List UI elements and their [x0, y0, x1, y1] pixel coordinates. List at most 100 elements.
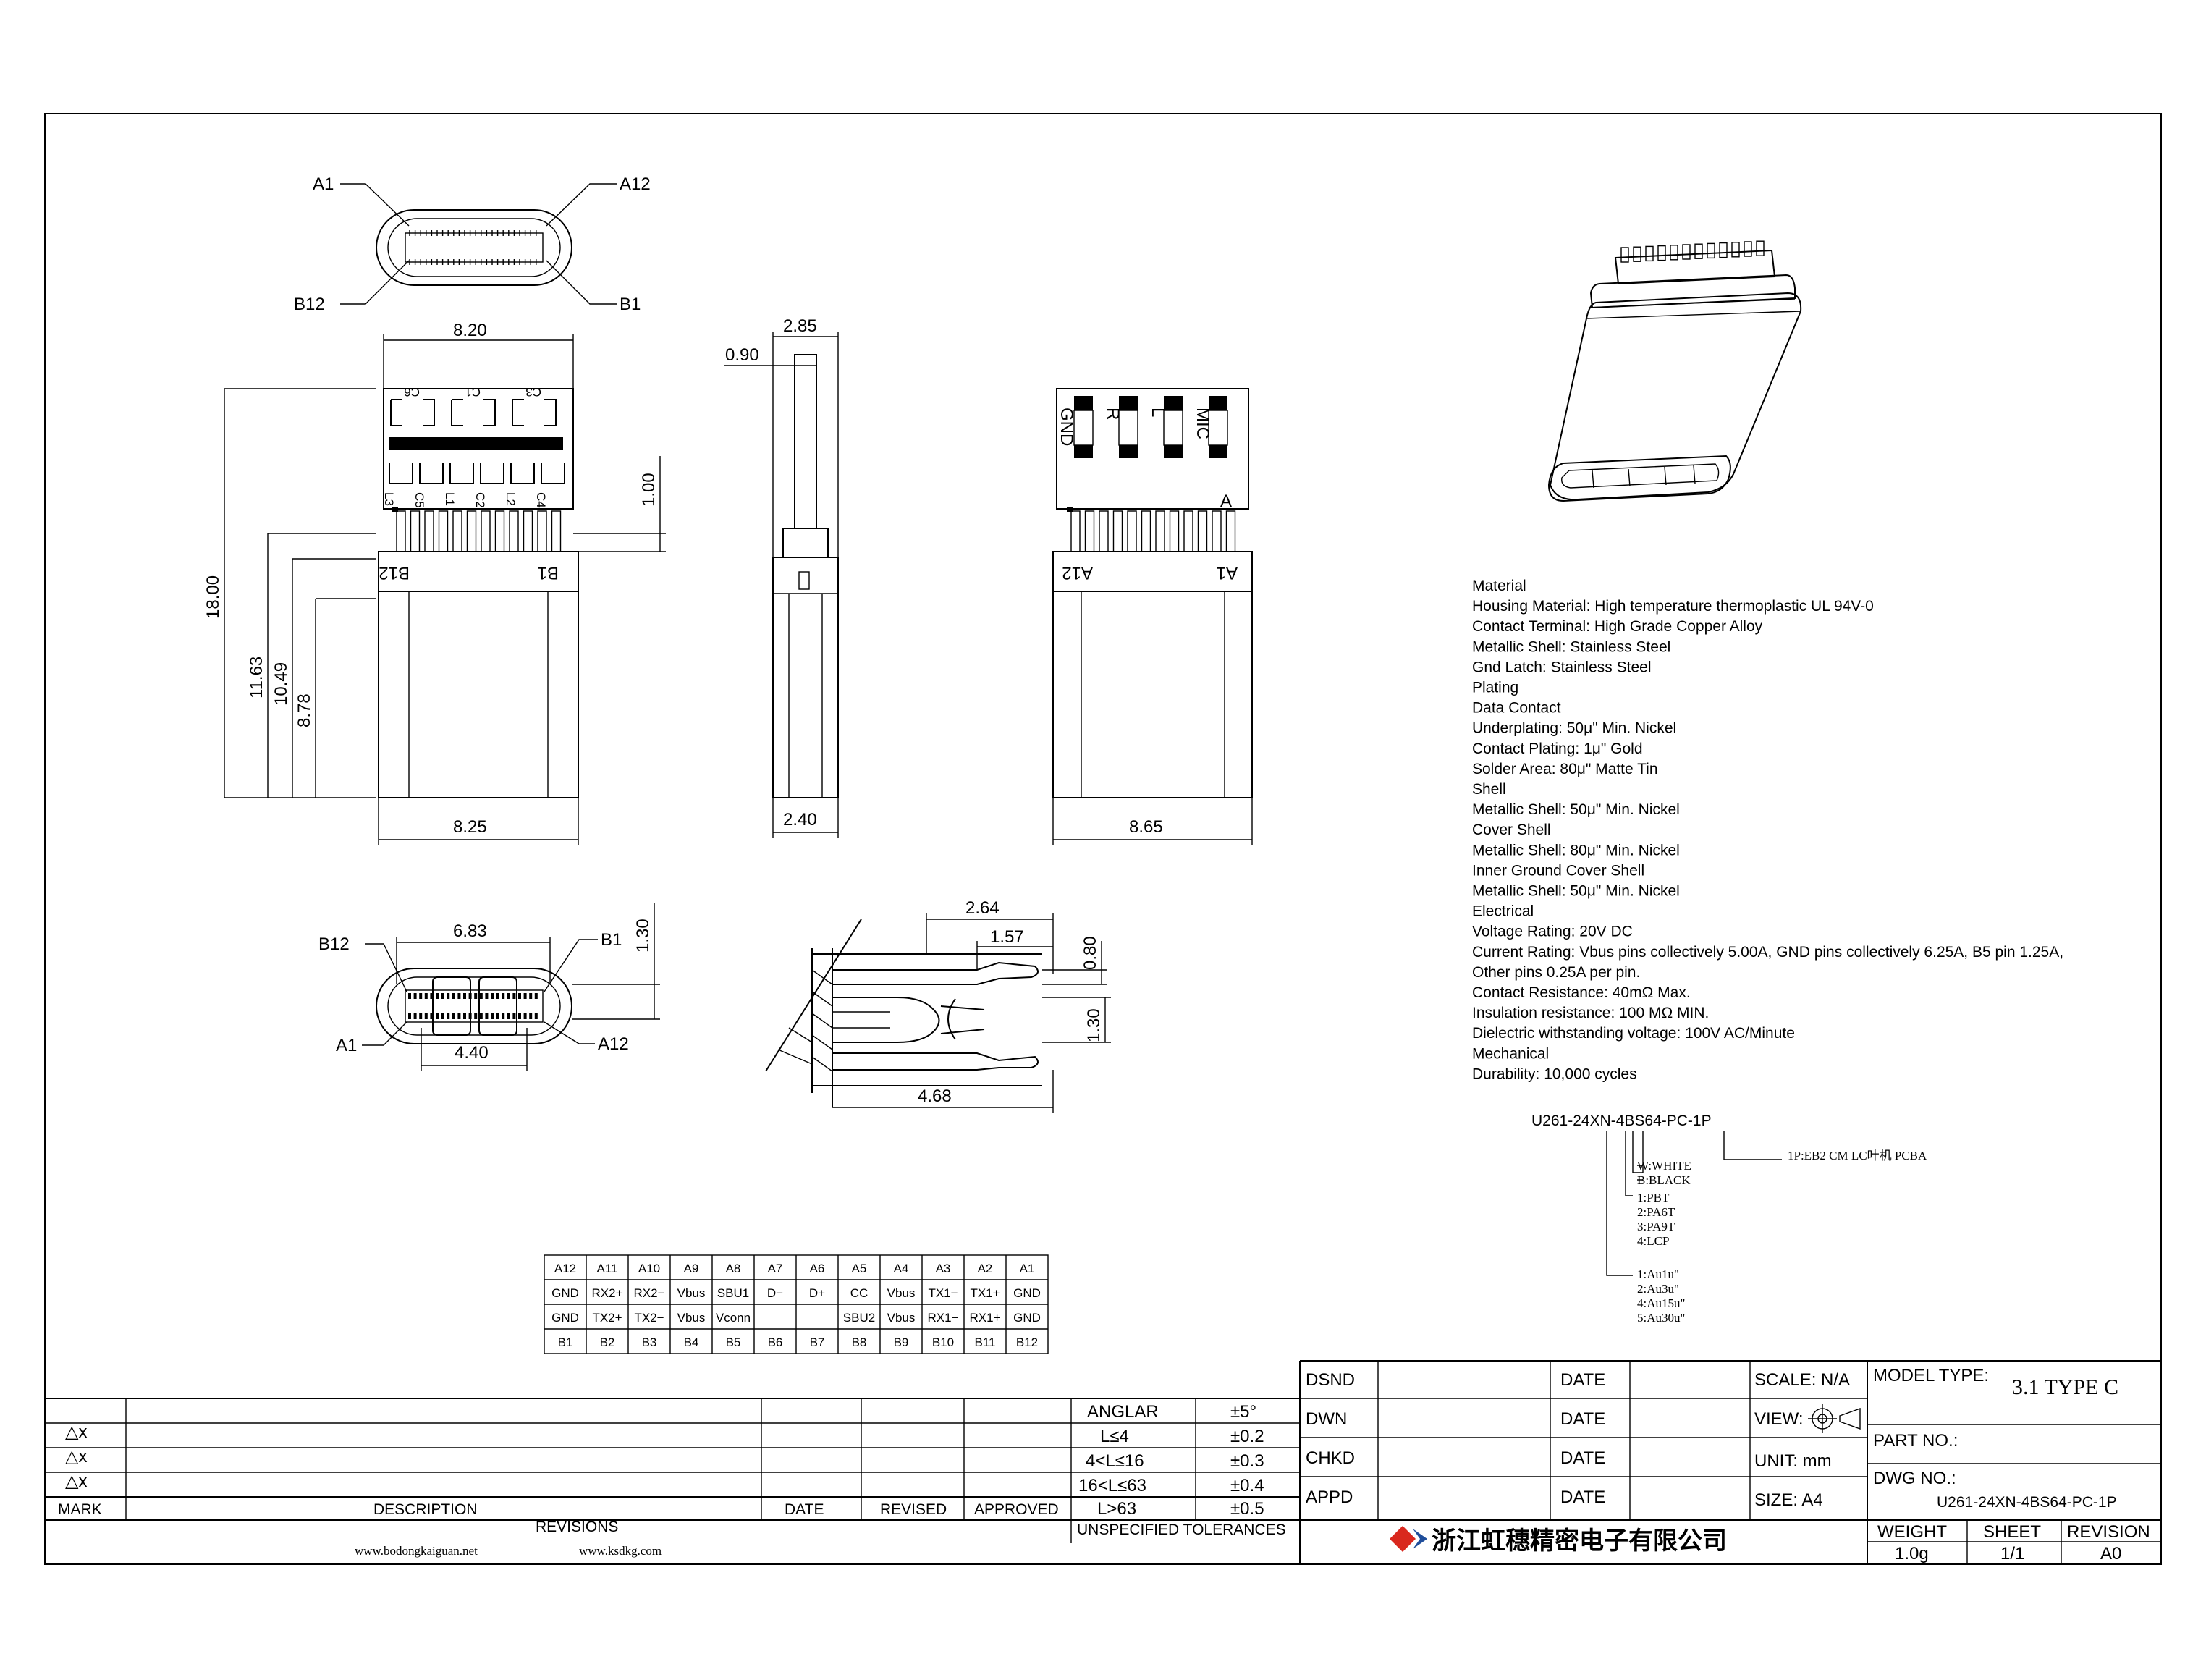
spec-line: Shell — [1472, 781, 1506, 798]
pin-cell: B2 — [600, 1335, 615, 1349]
color-b: B:BLACK — [1637, 1173, 1691, 1187]
pin-cell: GND — [552, 1311, 579, 1325]
spec-line: Metallic Shell: 80μ" Min. Nickel — [1472, 842, 1680, 858]
pin-cell: Vbus — [887, 1311, 916, 1325]
label-bot-b1: B1 — [601, 930, 622, 950]
spec-line: Contact Plating: 1μ" Gold — [1472, 740, 1643, 757]
sheet-value: 1/1 — [2000, 1544, 2024, 1563]
pin-cell: Vbus — [677, 1311, 706, 1325]
dwg-no-value: U261-24XN-4BS64-PC-1P — [1937, 1494, 2117, 1511]
pin-cell: A9 — [684, 1262, 699, 1275]
pin-cell: B11 — [975, 1335, 996, 1349]
company-name: 浙江虹穗精密电子有限公司 — [1432, 1527, 1727, 1555]
sheet-border — [44, 113, 2162, 1565]
pin-cell: A6 — [810, 1262, 825, 1275]
tol-r4-c2: ±0.4 — [1230, 1476, 1264, 1495]
pin-cell: A10 — [638, 1262, 660, 1275]
weight-value: 1.0g — [1895, 1544, 1929, 1563]
section-view: 2.64 1.57 4.68 0.80 1.30 — [765, 898, 1111, 1113]
rev-row-2: △x — [65, 1447, 87, 1466]
spec-line: Solder Area: 80μ" Matte Tin — [1472, 761, 1658, 777]
front-view-bottom: 6.83 4.40 1.30 B12 B1 A1 A12 — [318, 903, 660, 1071]
pcb-outline — [383, 388, 574, 510]
dim-bottom-w1: 6.83 — [453, 921, 487, 941]
spec-line: Voltage Rating: 20V DC — [1472, 924, 1633, 940]
spec-line: Mechanical — [1472, 1045, 1549, 1062]
dim-width-top: 8.20 — [453, 321, 487, 340]
material-3: 3:PA9T — [1637, 1220, 1675, 1233]
pin-cell: A12 — [554, 1262, 576, 1275]
pin-cell: SBU2 — [843, 1311, 875, 1325]
pin-cell: A2 — [978, 1262, 993, 1275]
dim-section-d3: 4.68 — [918, 1086, 952, 1106]
pin-cell: RX1− — [928, 1311, 959, 1325]
tongue — [405, 232, 544, 263]
tol-r2-c2: ±0.2 — [1230, 1427, 1264, 1446]
pin-cell: B12 — [1016, 1335, 1038, 1349]
pin-label-b12: B12 — [379, 563, 410, 583]
pin-cell: A7 — [768, 1262, 783, 1275]
pin-cell: TX2− — [634, 1311, 664, 1325]
part-code-breakdown: U261-24XN-4BS64-PC-1P 1P:EB2 CM LC叶机 PCB… — [1531, 1113, 1927, 1325]
dim-side-top: 2.85 — [783, 316, 817, 336]
tol-r5-c2: ±0.5 — [1230, 1499, 1264, 1519]
part-code: U261-24XN-4BS64-PC-1P — [1531, 1113, 1712, 1129]
pad-label: L1 — [443, 492, 457, 506]
material-4: 4:LCP — [1637, 1234, 1669, 1248]
pin-cell: TX1− — [928, 1286, 958, 1300]
projection-icon — [1808, 1404, 1861, 1433]
view-label: VIEW: — [1754, 1409, 1804, 1429]
model-type-value: 3.1 TYPE C — [2012, 1375, 2118, 1399]
pin-cell: SBU1 — [717, 1286, 749, 1300]
spec-line: Electrical — [1472, 903, 1534, 920]
port-outline — [376, 209, 572, 286]
title-block: DSND DWN CHKD APPD DATE DATE DATE DATE S… — [1300, 1360, 2161, 1564]
pin-cell: GND — [1013, 1286, 1041, 1300]
tol-r3-c1: 4<L≤16 — [1086, 1451, 1144, 1471]
role-dwn: DWN — [1306, 1409, 1347, 1429]
tol-r5-c1: L>63 — [1097, 1499, 1136, 1519]
label-bot-a12: A12 — [598, 1034, 629, 1054]
plating-1: 1:Au1u" — [1637, 1267, 1679, 1281]
spec-line: Gnd Latch: Stainless Steel — [1472, 659, 1651, 675]
rear-pin-a12: A12 — [1062, 563, 1093, 583]
part-code-suffix: 1P:EB2 CM LC叶机 PCBA — [1788, 1149, 1927, 1162]
pin-cell: B6 — [768, 1335, 783, 1349]
weight-label: WEIGHT — [1877, 1522, 1947, 1542]
spec-line: Inner Ground Cover Shell — [1472, 862, 1644, 879]
rear-pcb — [1056, 388, 1249, 510]
spec-line: Data Contact — [1472, 700, 1561, 717]
spec-line: Contact Terminal: High Grade Copper Allo… — [1472, 618, 1763, 635]
tolerance-block: ANGLAR ±5° L≤4 ±0.2 4<L≤16 ±0.3 16<L≤63 … — [1071, 1402, 1300, 1538]
pin-cell: B4 — [684, 1335, 699, 1349]
pad-label: C4 — [534, 492, 548, 508]
pin-cell: Vconn — [716, 1311, 751, 1325]
plating-4: 5:Au30u" — [1637, 1311, 1685, 1325]
label-b1: B1 — [620, 295, 641, 314]
tol-r4-c1: 16<L≤63 — [1078, 1476, 1146, 1495]
rear-pad-l: L — [1148, 408, 1167, 417]
spec-line: Contact Resistance: 40mΩ Max. — [1472, 984, 1691, 1001]
dim-side-bottom: 2.40 — [783, 810, 817, 830]
rear-marker-a: A — [1220, 491, 1232, 511]
dim-bottom-w2: 4.40 — [455, 1043, 489, 1063]
rev-hdr-mark: MARK — [58, 1501, 102, 1518]
pad-label: C5 — [413, 492, 426, 508]
pin-cell: D− — [767, 1286, 783, 1300]
pin-cell: TX2+ — [592, 1311, 622, 1325]
dwg-no-label: DWG NO.: — [1873, 1469, 1956, 1488]
rear-pad-r: R — [1103, 408, 1123, 420]
revisions-block: △x △x △x MARK DESCRIPTION DATE REVISED A… — [45, 1361, 1301, 1564]
rear-shell — [1052, 591, 1253, 798]
pin-cell: RX2+ — [592, 1286, 623, 1300]
pin-cell: RX2− — [634, 1286, 665, 1300]
rev-row-1: △x — [65, 1422, 87, 1442]
role-appd: APPD — [1306, 1487, 1353, 1507]
side-pcb — [794, 354, 817, 529]
label-bot-b12: B12 — [318, 934, 350, 954]
pin-cell: D+ — [809, 1286, 825, 1300]
pad-label: L2 — [504, 492, 517, 506]
revision-value: A0 — [2100, 1544, 2121, 1563]
tol-r2-c1: L≤4 — [1100, 1427, 1129, 1446]
